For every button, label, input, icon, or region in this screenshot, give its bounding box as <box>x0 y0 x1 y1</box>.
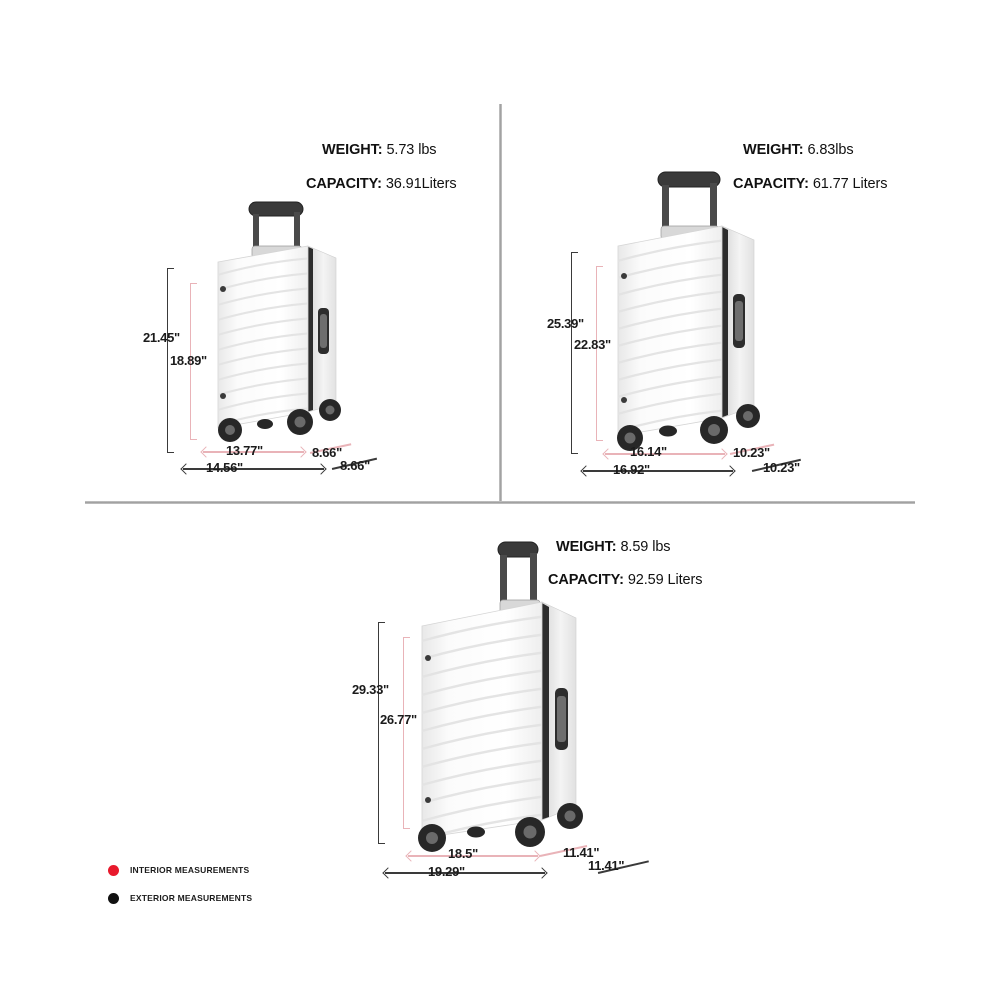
capacity-label: CAPACITY: <box>548 572 624 588</box>
dimline-height-interior-carry-on <box>190 283 197 440</box>
exterior-dot-icon <box>108 892 119 904</box>
dim-depth-exterior-large: 11.41" <box>588 858 625 873</box>
suitcase-image-carry-on <box>196 196 376 461</box>
legend-item-interior: INTERIOR MEASUREMENTS <box>108 856 252 884</box>
dim-width-exterior-large: 19.29" <box>428 864 465 879</box>
capacity-label: CAPACITY: <box>306 176 382 192</box>
panel-divider-horizontal <box>85 501 915 504</box>
capacity-value: 92.59 Liters <box>627 572 703 588</box>
weight-value: 6.83lbs <box>807 142 854 158</box>
dimline-width-exterior-large <box>385 872 545 874</box>
dimline-width-interior-medium <box>605 453 725 455</box>
weight-value: 8.59 lbs <box>620 539 671 555</box>
spec-capacity-large: CAPACITY: 92.59 Liters <box>548 572 703 588</box>
weight-label: WEIGHT: <box>322 142 383 158</box>
suitcase-image-medium <box>600 168 800 463</box>
dim-width-exterior-carry-on: 14.56" <box>206 460 243 475</box>
capacity-value: 36.91Liters <box>385 176 457 192</box>
dimline-height-interior-medium <box>596 266 603 441</box>
dim-height-interior-large: 26.77" <box>380 712 417 727</box>
spec-capacity-medium: CAPACITY: 61.77 Liters <box>733 176 888 192</box>
spec-weight-large: WEIGHT: 8.59 lbs <box>556 539 671 555</box>
measurement-legend: INTERIOR MEASUREMENTS EXTERIOR MEASUREME… <box>108 856 252 912</box>
weight-label: WEIGHT: <box>556 539 617 555</box>
spec-weight-carry-on: WEIGHT: 5.73 lbs <box>322 142 437 158</box>
dimline-width-exterior-medium <box>583 470 733 472</box>
dim-depth-interior-carry-on: 8.66" <box>312 445 342 460</box>
dimline-width-interior-carry-on <box>203 451 304 453</box>
dimline-width-exterior-carry-on <box>183 468 324 470</box>
legend-label-interior: INTERIOR MEASUREMENTS <box>130 865 250 875</box>
capacity-label: CAPACITY: <box>733 176 809 192</box>
weight-label: WEIGHT: <box>743 142 804 158</box>
suitcase-image-large <box>400 538 620 858</box>
spec-weight-medium: WEIGHT: 6.83lbs <box>743 142 854 158</box>
dimline-width-interior-large <box>408 855 538 857</box>
dim-height-interior-carry-on: 18.89" <box>170 353 207 368</box>
capacity-value: 61.77 Liters <box>812 176 888 192</box>
dimline-height-exterior-large <box>378 622 385 844</box>
dim-width-interior-large: 18.5" <box>448 846 478 861</box>
legend-label-exterior: EXTERIOR MEASUREMENTS <box>130 893 253 903</box>
legend-item-exterior: EXTERIOR MEASUREMENTS <box>108 884 252 912</box>
dimline-height-exterior-medium <box>571 252 578 454</box>
dim-width-interior-medium: 16.14" <box>630 444 667 459</box>
dim-width-exterior-medium: 16.92" <box>613 462 650 477</box>
weight-value: 5.73 lbs <box>386 142 437 158</box>
dim-depth-interior-large: 11.41" <box>563 845 600 860</box>
dim-height-interior-medium: 22.83" <box>574 337 611 352</box>
dim-depth-interior-medium: 10.23" <box>733 445 770 460</box>
dim-depth-exterior-medium: 10.23" <box>763 460 800 475</box>
interior-dot-icon <box>108 864 119 876</box>
spec-capacity-carry-on: CAPACITY: 36.91Liters <box>306 176 457 192</box>
dim-height-exterior-medium: 25.39" <box>547 316 584 331</box>
dim-height-exterior-large: 29.33" <box>352 682 389 697</box>
dim-width-interior-carry-on: 13.77" <box>226 443 263 458</box>
dim-depth-exterior-carry-on: 8.66" <box>340 458 370 473</box>
dimline-height-exterior-carry-on <box>167 268 174 453</box>
panel-divider-vertical <box>499 104 502 502</box>
dim-height-exterior-carry-on: 21.45" <box>143 330 180 345</box>
dimline-height-interior-large <box>403 637 410 829</box>
